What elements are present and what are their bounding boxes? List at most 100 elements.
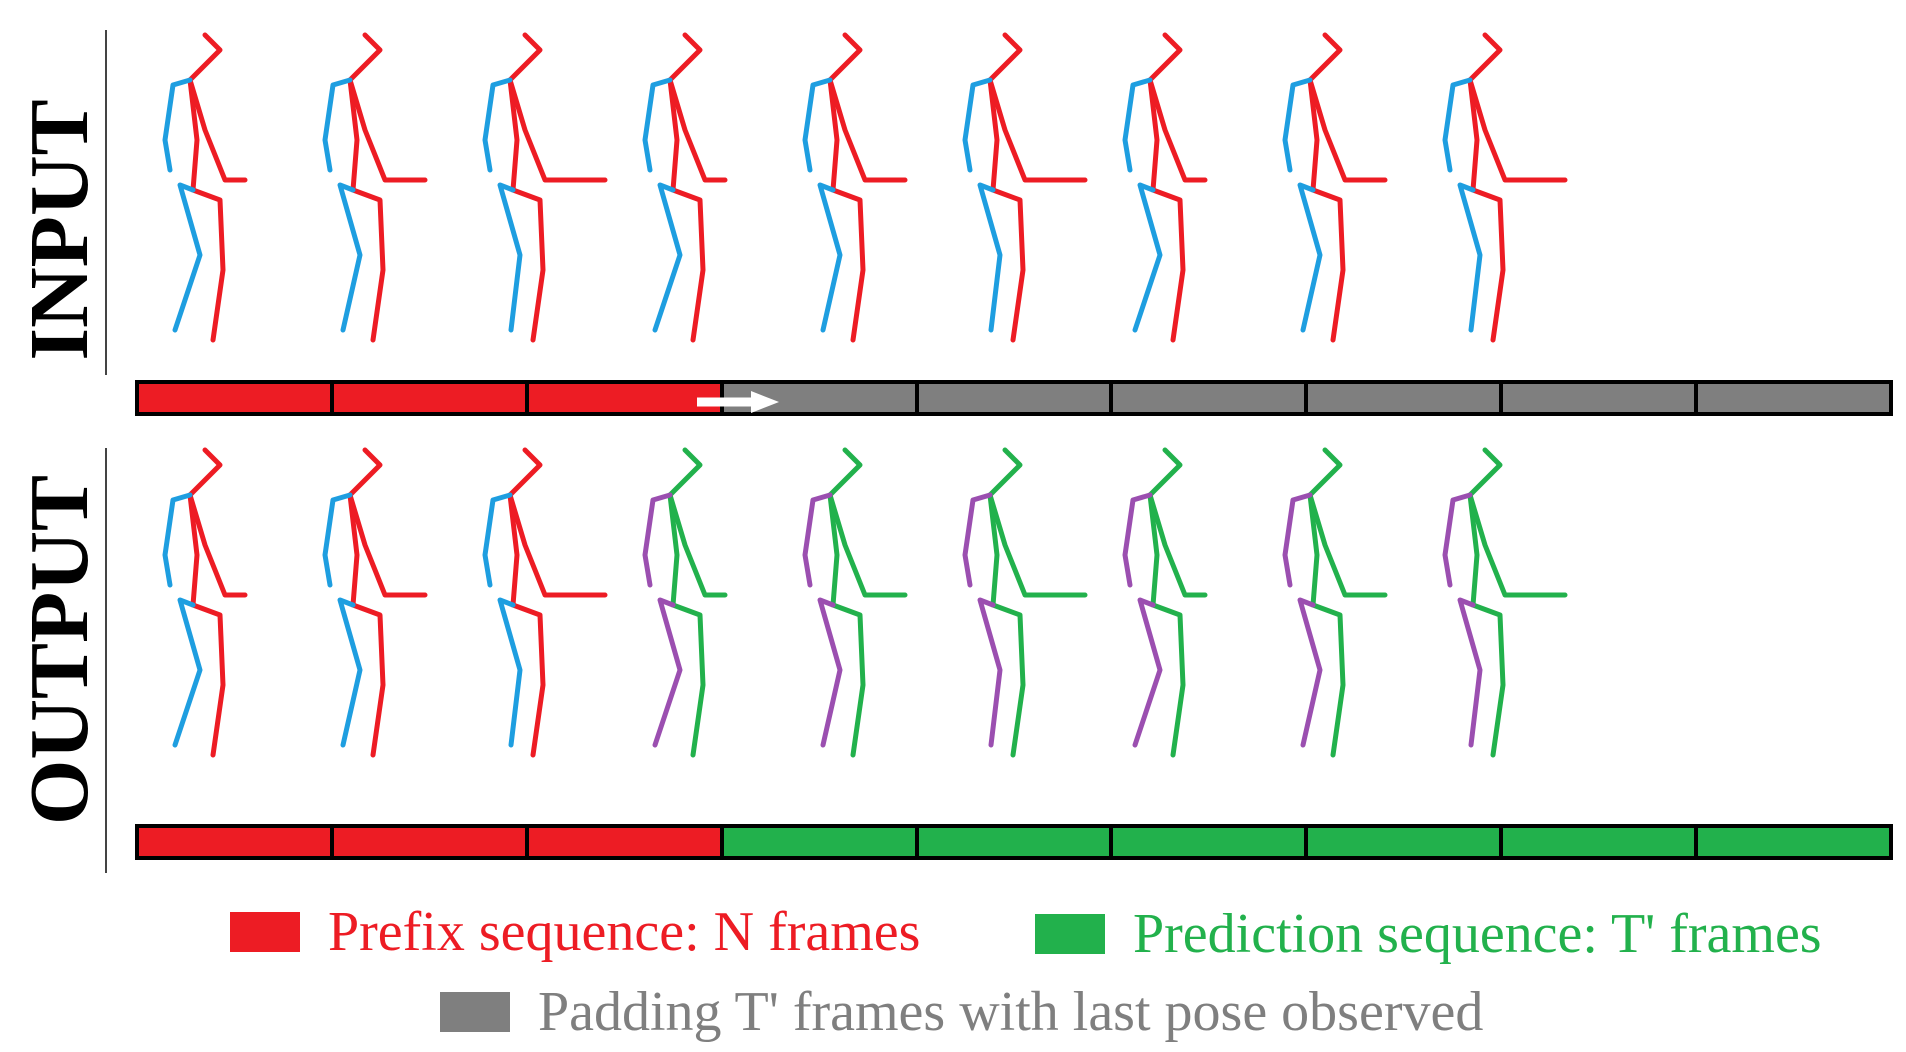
- skeleton-left-arm: [1282, 492, 1313, 588]
- skeleton-right-arm: [667, 492, 728, 598]
- skeleton-right-leg: [830, 602, 866, 758]
- skeleton-left-arm: [162, 77, 193, 173]
- skeleton-left-arm: [322, 77, 353, 173]
- padding-frame-segment: [1503, 384, 1699, 412]
- skeleton-left-arm: [802, 492, 833, 588]
- skeleton-right-arm: [1307, 77, 1388, 183]
- skeleton-left-arm: [1282, 77, 1313, 173]
- prediction-frame-segment: [918, 828, 1114, 856]
- skeleton-left-leg: [497, 597, 523, 748]
- skeleton-head: [347, 32, 383, 83]
- skeleton-right-leg: [510, 602, 546, 758]
- skeleton-left-leg: [1457, 182, 1483, 333]
- skeleton-right-leg: [830, 187, 866, 343]
- skeleton-right-arm: [507, 77, 608, 183]
- skeleton-head: [1467, 32, 1503, 83]
- padding-frame-segment: [1113, 384, 1309, 412]
- skeleton-head: [987, 32, 1023, 83]
- skeleton-left-leg: [172, 597, 203, 748]
- skeleton-left-leg: [652, 182, 683, 333]
- skeleton-right-arm: [187, 77, 248, 183]
- skeleton-spine: [1307, 77, 1320, 193]
- legend-prediction-swatch: [1035, 914, 1105, 954]
- legend-padding-swatch: [440, 992, 510, 1032]
- prediction-frame-segment: [1698, 828, 1890, 856]
- skeleton-spine: [1307, 492, 1320, 608]
- skeleton-right-leg: [990, 602, 1026, 758]
- skeleton-spine: [187, 77, 200, 193]
- skeleton-left-leg: [1132, 182, 1163, 333]
- skeleton-head: [507, 32, 543, 83]
- skeleton-right-arm: [347, 492, 428, 598]
- input-divider-line: [105, 30, 107, 375]
- legend-padding-label: Padding T' frames with last pose observe…: [538, 981, 1484, 1043]
- legend-prediction: Prediction sequence: T' frames: [1035, 902, 1822, 966]
- padding-frame-segment: [918, 384, 1114, 412]
- skeleton-head: [1307, 447, 1343, 498]
- skeleton-spine: [187, 492, 200, 608]
- skeleton-left-arm: [482, 77, 513, 173]
- skeleton-left-arm: [482, 492, 513, 588]
- skeleton-right-arm: [1147, 492, 1208, 598]
- skeleton-left-arm: [642, 492, 673, 588]
- skeleton-spine: [1467, 492, 1480, 608]
- legend-prefix-label: Prefix sequence: N frames: [328, 901, 921, 963]
- padding-arrow-icon: [697, 391, 779, 413]
- skeleton-right-leg: [670, 187, 706, 343]
- skeleton-left-arm: [962, 492, 993, 588]
- skeleton-right-arm: [1467, 77, 1568, 183]
- skeleton-head: [667, 32, 703, 83]
- skeleton-spine: [1147, 77, 1160, 193]
- prefix-frame-segment: [139, 384, 334, 412]
- skeleton-right-leg: [190, 602, 226, 758]
- padding-frame-segment: [1698, 384, 1890, 412]
- prefix-frame-segment: [333, 828, 529, 856]
- skeleton-right-arm: [667, 77, 728, 183]
- skeleton-left-leg: [977, 597, 1003, 748]
- skeleton-spine: [987, 77, 1000, 193]
- skeleton-head: [827, 447, 863, 498]
- skeleton-right-leg: [190, 187, 226, 343]
- prediction-frame-segment: [1113, 828, 1309, 856]
- skeleton-left-arm: [322, 492, 353, 588]
- skeleton-head: [827, 32, 863, 83]
- skeleton-left-leg: [1297, 182, 1323, 333]
- legend-prefix-swatch: [230, 912, 300, 952]
- skeleton-spine: [827, 77, 840, 193]
- skeleton-left-leg: [337, 597, 363, 748]
- skeleton-spine: [827, 492, 840, 608]
- skeleton-right-leg: [350, 602, 386, 758]
- skeleton-right-arm: [1307, 492, 1388, 598]
- skeleton-left-leg: [497, 182, 523, 333]
- prefix-frame-segment: [528, 828, 724, 856]
- skeleton-spine: [347, 77, 360, 193]
- skeleton-head: [347, 447, 383, 498]
- skeleton-right-arm: [187, 492, 248, 598]
- skeleton-left-leg: [1297, 597, 1323, 748]
- skeleton-head: [1147, 32, 1183, 83]
- skeleton-right-leg: [1310, 602, 1346, 758]
- prefix-frame-segment: [333, 384, 529, 412]
- skeleton-right-leg: [510, 187, 546, 343]
- skeleton-right-leg: [1310, 187, 1346, 343]
- skeleton-right-leg: [990, 187, 1026, 343]
- legend-prediction-label: Prediction sequence: T' frames: [1133, 903, 1822, 965]
- skeleton-left-arm: [802, 77, 833, 173]
- skeleton-left-leg: [817, 597, 843, 748]
- skeleton-right-arm: [507, 492, 608, 598]
- skeleton-left-arm: [1442, 77, 1473, 173]
- skeleton-head: [1467, 447, 1503, 498]
- skeleton-spine: [1147, 492, 1160, 608]
- skeleton-head: [667, 447, 703, 498]
- skeleton-left-leg: [172, 182, 203, 333]
- skeleton-right-leg: [670, 602, 706, 758]
- skeleton-spine: [987, 492, 1000, 608]
- skeleton-head: [987, 447, 1023, 498]
- skeleton-head: [507, 447, 543, 498]
- skeleton-right-arm: [827, 77, 908, 183]
- skeleton-left-leg: [817, 182, 843, 333]
- skeleton-spine: [667, 492, 680, 608]
- skeleton-right-arm: [987, 492, 1088, 598]
- skeleton-spine: [347, 492, 360, 608]
